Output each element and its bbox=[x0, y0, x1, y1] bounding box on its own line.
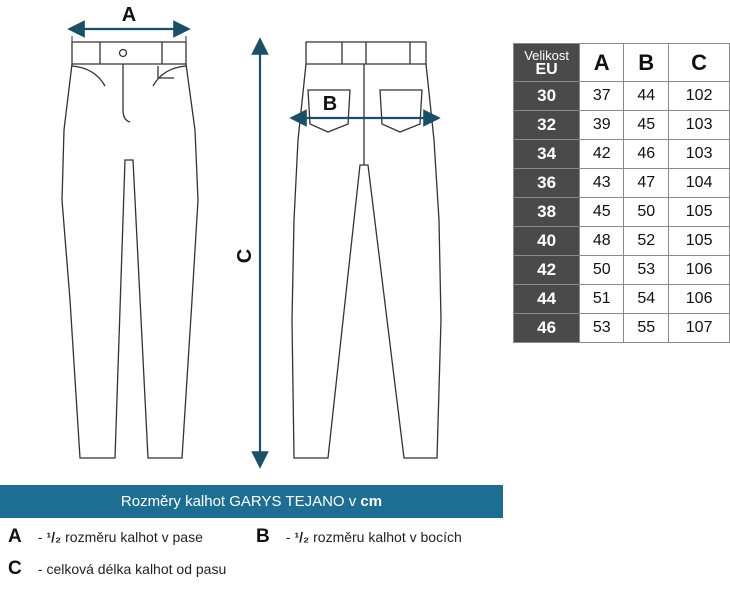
front-waistband bbox=[71, 41, 187, 65]
size-cell: 42 bbox=[512, 255, 581, 285]
legend-b-fraction: ¹/₂ bbox=[294, 529, 310, 545]
size-cell: 40 bbox=[512, 226, 581, 256]
header-col-b: B bbox=[623, 43, 670, 82]
size-cell: 46 bbox=[512, 313, 581, 343]
header-size-top: Velikost bbox=[524, 47, 570, 63]
dimension-b: B bbox=[289, 93, 441, 127]
value-c-cell: 104 bbox=[668, 168, 730, 198]
size-cell: 32 bbox=[512, 110, 581, 140]
front-pocket-right bbox=[152, 65, 187, 87]
caption-bar: Rozměry kalhot GARYS TEJANO v cm bbox=[0, 485, 503, 518]
size-cell: 34 bbox=[512, 139, 581, 169]
header-size-bottom: EU bbox=[535, 60, 558, 78]
front-pocket-left bbox=[71, 65, 106, 87]
front-outline bbox=[61, 63, 199, 459]
legend-a-dash: - bbox=[34, 529, 47, 545]
size-cell: 44 bbox=[512, 284, 581, 314]
value-a-cell: 45 bbox=[579, 197, 625, 227]
dimension-a: A bbox=[67, 4, 191, 44]
caption-text: Rozměry kalhot GARYS TEJANO v bbox=[120, 493, 357, 510]
legend-a: A - ¹/₂ rozměru kalhot v pase bbox=[8, 526, 203, 548]
label-c: C bbox=[234, 249, 256, 263]
front-coin-pocket bbox=[157, 66, 174, 79]
value-a-cell: 53 bbox=[579, 313, 625, 343]
legend-b-dash: - bbox=[282, 529, 295, 545]
value-a-cell: 48 bbox=[579, 226, 625, 256]
size-cell: 38 bbox=[512, 197, 581, 227]
caption-unit: cm bbox=[360, 493, 383, 510]
value-a-cell: 50 bbox=[579, 255, 625, 285]
value-c-cell: 103 bbox=[668, 139, 730, 169]
value-b-cell: 46 bbox=[623, 139, 670, 169]
pants-back bbox=[291, 41, 442, 459]
value-b-cell: 44 bbox=[623, 81, 670, 111]
legend-b-text: rozměru kalhot v bocích bbox=[309, 529, 462, 545]
size-table-header: Velikost EU A B C bbox=[512, 43, 730, 82]
legend-c-letter: C bbox=[8, 558, 22, 579]
pants-front bbox=[61, 41, 199, 459]
value-c-cell: 105 bbox=[668, 197, 730, 227]
legend-b-letter: B bbox=[256, 526, 270, 547]
back-pocket-right bbox=[379, 89, 423, 133]
header-col-a: A bbox=[579, 43, 625, 82]
value-b-cell: 53 bbox=[623, 255, 670, 285]
header-size: Velikost EU bbox=[512, 43, 581, 82]
back-outline bbox=[291, 63, 442, 459]
value-a-cell: 37 bbox=[579, 81, 625, 111]
value-a-cell: 43 bbox=[579, 168, 625, 198]
value-a-cell: 51 bbox=[579, 284, 625, 314]
value-c-cell: 106 bbox=[668, 284, 730, 314]
label-a: A bbox=[122, 4, 136, 26]
value-a-cell: 39 bbox=[579, 110, 625, 140]
pants-diagram: A C B bbox=[61, 4, 442, 469]
value-b-cell: 45 bbox=[623, 110, 670, 140]
value-c-cell: 106 bbox=[668, 255, 730, 285]
size-cell: 36 bbox=[512, 168, 581, 198]
legend-a-text: rozměru kalhot v pase bbox=[61, 529, 203, 545]
value-c-cell: 107 bbox=[668, 313, 730, 343]
value-b-cell: 55 bbox=[623, 313, 670, 343]
dimension-c: C bbox=[234, 37, 269, 469]
value-b-cell: 52 bbox=[623, 226, 670, 256]
front-fly bbox=[122, 64, 131, 123]
legend-a-letter: A bbox=[8, 526, 22, 547]
header-col-c: C bbox=[668, 43, 730, 82]
label-b: B bbox=[323, 93, 337, 115]
value-a-cell: 42 bbox=[579, 139, 625, 169]
value-b-cell: 50 bbox=[623, 197, 670, 227]
value-b-cell: 54 bbox=[623, 284, 670, 314]
value-c-cell: 102 bbox=[668, 81, 730, 111]
size-cell: 30 bbox=[512, 81, 581, 111]
legend-b: B - ¹/₂ rozměru kalhot v bocích bbox=[256, 526, 462, 548]
legend-a-fraction: ¹/₂ bbox=[46, 529, 62, 545]
front-button bbox=[118, 48, 128, 58]
value-c-cell: 105 bbox=[668, 226, 730, 256]
value-b-cell: 47 bbox=[623, 168, 670, 198]
legend-c: C - celková délka kalhot od pasu bbox=[8, 558, 226, 580]
legend-c-text: - celková délka kalhot od pasu bbox=[34, 561, 227, 577]
value-c-cell: 103 bbox=[668, 110, 730, 140]
